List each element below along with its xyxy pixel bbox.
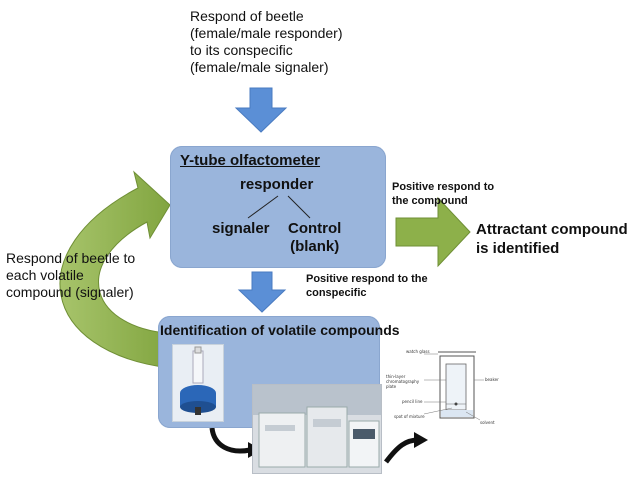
tlc-label-pencil-line: pencil line bbox=[402, 399, 423, 404]
instrument-icon bbox=[253, 385, 381, 468]
olfactometer-title: Y-tube olfactometer bbox=[180, 152, 321, 169]
control-line-2: (blank) bbox=[290, 238, 340, 255]
black-curved-arrow-left bbox=[209, 427, 251, 454]
result-text: Attractant compound is identified bbox=[476, 220, 628, 258]
tlc-drawing bbox=[423, 351, 484, 421]
result-line-1: Attractant compound bbox=[476, 221, 628, 238]
down-arrow-top bbox=[234, 87, 288, 133]
positive-compound-line-1: Positive respond to bbox=[392, 181, 495, 193]
top-line-2: (female/male responder) bbox=[190, 25, 343, 41]
top-line-3: to its conspecific bbox=[190, 42, 293, 58]
black-arrowhead-right bbox=[414, 432, 428, 448]
positive-conspecific-label: Positive respond to the conspecific bbox=[306, 272, 428, 300]
control-line-1: Control bbox=[288, 220, 342, 237]
top-line-1: Respond of beetle bbox=[190, 8, 304, 24]
tlc-label-beaker: beaker bbox=[485, 377, 499, 382]
positive-compound-label: Positive respond to the compound bbox=[392, 180, 494, 208]
result-line-2: is identified bbox=[476, 240, 560, 257]
left-description: Respond of beetle to each volatile compo… bbox=[6, 250, 135, 301]
left-line-1: Respond of beetle to bbox=[6, 250, 136, 266]
identification-title: Identification of volatile compounds bbox=[160, 322, 400, 338]
control-label: Control (blank) bbox=[288, 220, 341, 256]
top-description: Respond of beetle (female/male responder… bbox=[190, 8, 343, 76]
olfactometer-box bbox=[170, 146, 386, 268]
left-line-3: compound (signaler) bbox=[6, 284, 134, 300]
positive-compound-line-2: the compound bbox=[392, 195, 468, 207]
gcms-photo bbox=[252, 384, 382, 474]
green-right-arrow bbox=[395, 196, 471, 268]
tlc-label-solvent: solvent bbox=[480, 420, 495, 425]
tlc-label-spot: spot of mixture bbox=[394, 414, 425, 419]
positive-conspecific-line-1: Positive respond to the bbox=[306, 273, 428, 285]
top-line-4: (female/male signaler) bbox=[190, 59, 329, 75]
positive-conspecific-line-2: conspecific bbox=[306, 287, 367, 299]
tlc-label-watch-glass: watch glass bbox=[406, 349, 430, 354]
responder-label: responder bbox=[240, 176, 314, 193]
signaler-label: signaler bbox=[212, 220, 270, 237]
left-line-2: each volatile bbox=[6, 267, 84, 283]
green-curved-arrow bbox=[59, 170, 179, 369]
tlc-label-plate: thin-layer chromatography plate bbox=[386, 374, 420, 389]
tlc-diagram: watch glass thin-layer chromatography pl… bbox=[384, 346, 508, 428]
vial-photo bbox=[172, 344, 224, 422]
vial-icon bbox=[180, 346, 216, 415]
down-arrow-middle bbox=[237, 271, 287, 313]
